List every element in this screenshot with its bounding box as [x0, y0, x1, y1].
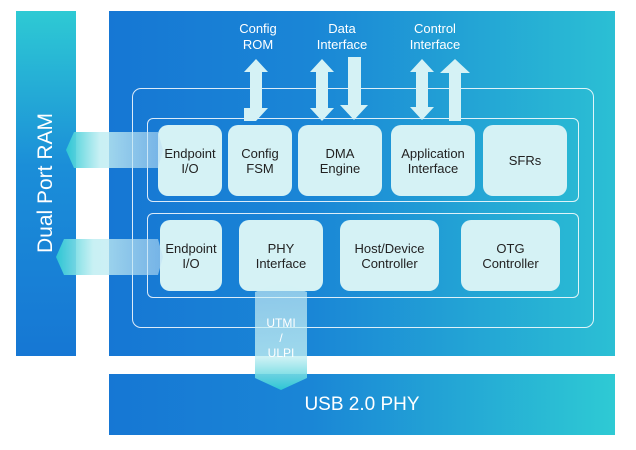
ram-endpoint-arrow-bottom — [56, 239, 163, 275]
ram-endpoint-arrow-top — [66, 132, 163, 168]
usb-phy-label: USB 2.0 PHY — [304, 393, 420, 415]
config-fsm-block: Config FSM — [228, 125, 292, 196]
core-outer-frame — [132, 88, 594, 328]
config-rom-label: Config ROM — [239, 21, 277, 52]
row2-endpoint-io-block: Endpoint I/O — [160, 220, 222, 291]
usb-phy-block: USB 2.0 PHY — [109, 374, 615, 435]
config-rom-bidir-arrow — [244, 59, 268, 121]
application-interface-block: Application Interface — [391, 125, 475, 196]
row1-endpoint-io-block: Endpoint I/O — [158, 125, 222, 196]
data-interface-bidir-arrow — [310, 59, 334, 121]
utmi-ulpi-arrow — [255, 282, 307, 390]
utmi-ulpi-label: UTMI / ULPI — [266, 316, 296, 360]
control-interface-label: Control Interface — [409, 21, 461, 52]
sfrs-block: SFRs — [483, 125, 567, 196]
dual-port-ram-block: Dual Port RAM — [16, 11, 76, 356]
control-interface-bidir-arrow — [410, 59, 434, 120]
dma-engine-block: DMA Engine — [298, 125, 382, 196]
host-device-controller-block: Host/Device Controller — [340, 220, 439, 291]
phy-interface-block: PHY Interface — [239, 220, 323, 291]
control-interface-up-arrow — [440, 59, 470, 121]
data-interface-label: Data Interface — [316, 21, 368, 52]
otg-controller-block: OTG Controller — [461, 220, 560, 291]
data-interface-down-arrow — [340, 57, 368, 120]
